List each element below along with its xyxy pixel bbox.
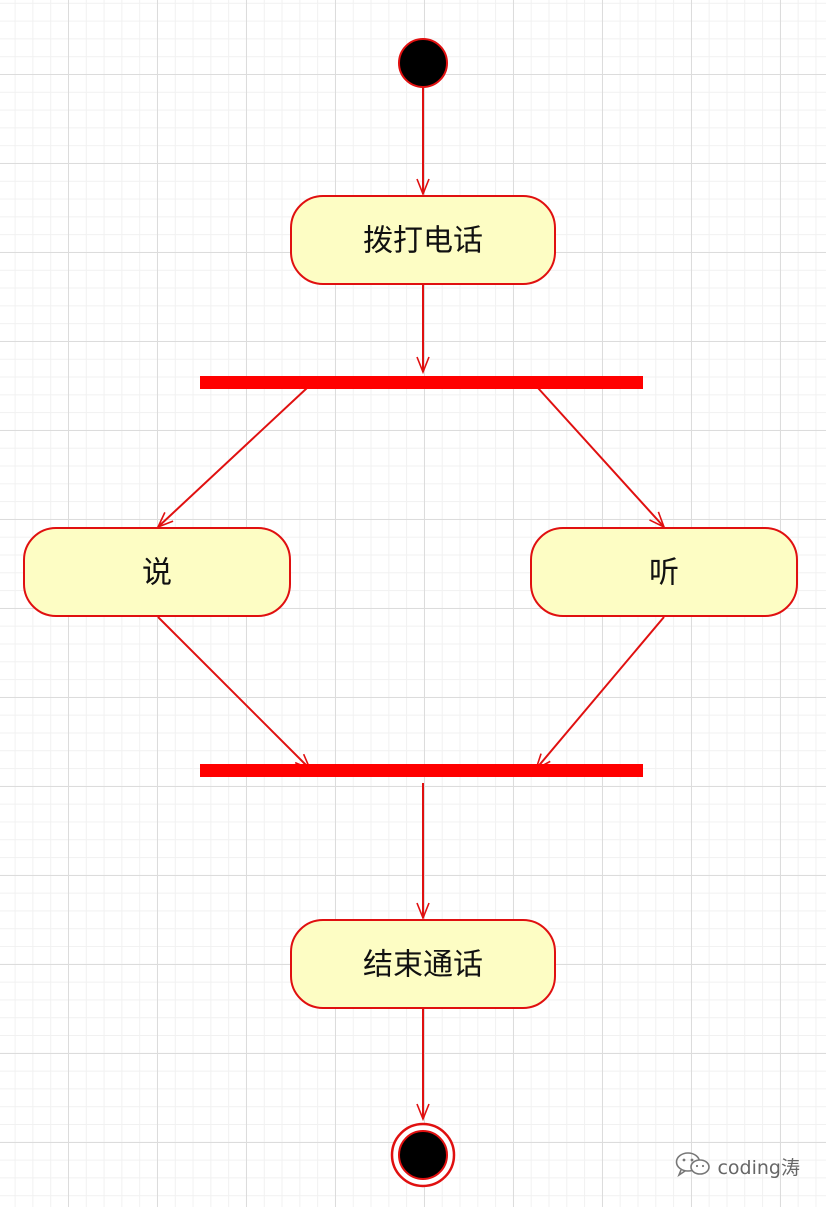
action-listen-label: 听 — [649, 556, 679, 591]
watermark-text: coding涛 — [717, 1156, 800, 1179]
initial-node — [398, 38, 448, 88]
edge-speak-to-join — [157, 616, 310, 769]
fork-bar — [200, 376, 643, 389]
watermark: coding涛 — [675, 1151, 800, 1181]
final-node — [390, 1122, 456, 1188]
edge-fork-to-speak — [158, 387, 308, 527]
action-end-call-label: 结束通话 — [363, 948, 483, 983]
action-end-call: 结束通话 — [290, 919, 556, 1009]
wechat-icon — [675, 1151, 711, 1181]
action-dial: 拨打电话 — [290, 195, 556, 285]
edge-fork-to-listen — [537, 387, 664, 527]
action-dial-label: 拨打电话 — [363, 224, 483, 259]
action-listen: 听 — [530, 527, 798, 617]
action-speak: 说 — [23, 527, 291, 617]
action-speak-label: 说 — [142, 556, 172, 591]
edge-listen-to-join — [536, 616, 665, 769]
join-bar — [200, 764, 643, 777]
